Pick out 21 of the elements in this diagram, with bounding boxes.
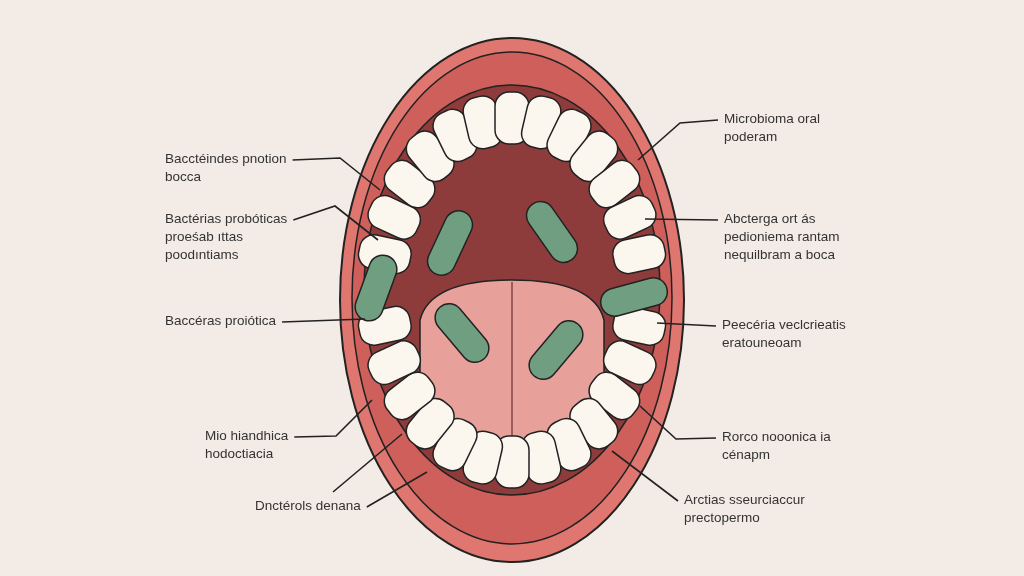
leader-line: [644, 218, 719, 221]
callout-label: Rorco nooonica ia cénapm: [722, 428, 832, 464]
callout-label: Bactérias probóticas proeśab ıttas poodıntiams: [165, 210, 315, 264]
callout-label: Peecéria veclcrieatis eratouneoam: [722, 316, 872, 352]
callout-label: Bacctéindes pnotion bocca: [165, 150, 305, 186]
callout-label: Mio hiandhica hodoctiacia: [205, 427, 315, 463]
leader-line: [637, 119, 719, 161]
leader-line: [611, 450, 679, 502]
callout-label: Microbioma oral poderam: [724, 110, 844, 146]
leader-line: [291, 157, 381, 191]
leader-line: [293, 399, 373, 438]
callout-label: Baccéras proiótica: [165, 312, 277, 330]
leader-line: [656, 322, 717, 327]
callout-label: Dnctérols denana: [255, 497, 361, 515]
callout-label: Arctias sseurciaccur prectopermo: [684, 491, 834, 527]
leader-line: [332, 433, 403, 493]
leader-line: [639, 405, 717, 440]
callout-label: Abcterga ort ás pedioniema rantam nequilbram a boca: [724, 210, 874, 264]
leader-line: [366, 471, 428, 508]
leader-line: [292, 205, 379, 241]
leader-line: [281, 318, 366, 323]
